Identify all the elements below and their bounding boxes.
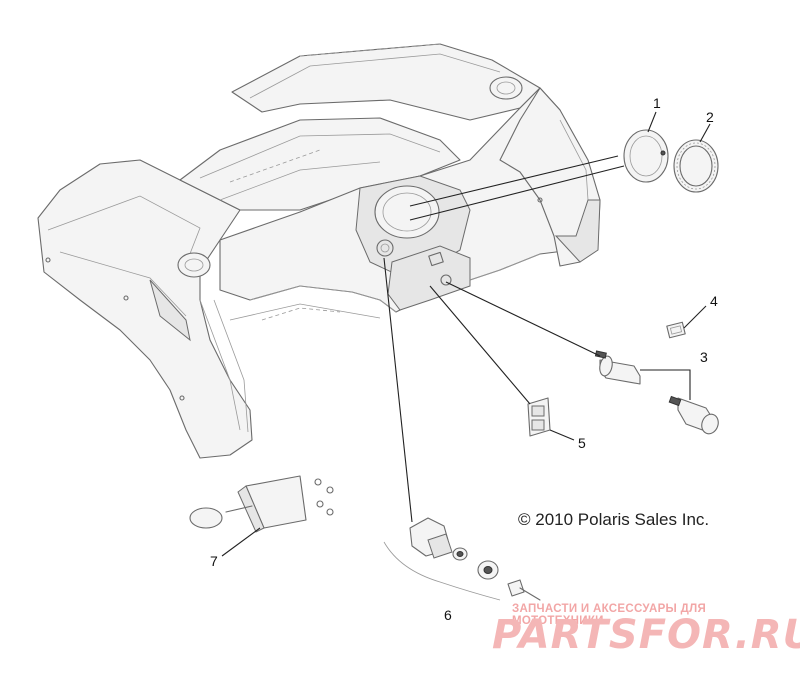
leader-lines [221, 111, 711, 557]
part-7-headlight-switch [189, 475, 334, 533]
callout-5: 5 [578, 435, 586, 451]
watermark-tagline: ЗАПЧАСТИ И АКСЕССУАРЫ ДЛЯ МОТОТЕХНИКИ [512, 603, 707, 627]
callout-1: 1 [653, 95, 661, 111]
part-4-plug [666, 321, 686, 339]
watermark-logo: PARTSFOR.RU [492, 612, 800, 658]
callout-4: 4 [710, 293, 718, 309]
dash-panel-assembly [37, 43, 601, 459]
callout-numbers: 1 2 3 4 5 6 7 [210, 95, 718, 623]
part-1-speedometer [623, 129, 669, 183]
part-2-bezel-ring [673, 139, 719, 193]
callout-2: 2 [706, 109, 714, 125]
callout-7: 7 [210, 553, 218, 569]
callout-3: 3 [700, 349, 708, 365]
part-3-power-outlet [594, 350, 719, 435]
callout-6: 6 [444, 607, 452, 623]
part-6-ignition-switch [383, 517, 541, 601]
part-5-rocker-switch [527, 397, 551, 437]
copyright-notice: © 2010 Polaris Sales Inc. [518, 510, 710, 529]
